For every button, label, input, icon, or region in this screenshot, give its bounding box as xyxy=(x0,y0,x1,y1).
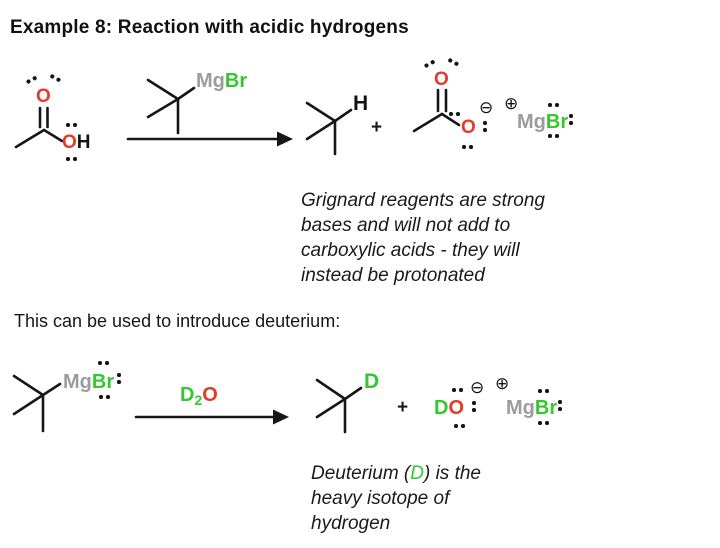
plus-sign: + xyxy=(371,117,383,138)
lone-pair xyxy=(99,395,110,399)
grignard1-label: MgBr xyxy=(196,71,247,91)
grignard1-skeleton xyxy=(146,78,196,135)
lone-pair xyxy=(548,134,559,138)
bromine-label: Br xyxy=(91,371,115,393)
lone-pair xyxy=(117,373,121,384)
d2o-label: D2O xyxy=(180,385,218,407)
acetate-anion-oxygen-label: O xyxy=(461,117,476,138)
counterion2-label: MgBr xyxy=(506,398,557,418)
bromine-label: Br xyxy=(224,70,248,92)
reaction2-arrow xyxy=(134,409,289,425)
reaction1-note: Grignard reagents are strong bases and w… xyxy=(301,190,545,286)
minus-charge-icon: ⊖ xyxy=(470,378,485,398)
acid-hydroxyl-label: OH xyxy=(62,133,91,152)
lone-pair xyxy=(454,424,465,428)
lone-pair xyxy=(538,389,549,393)
product-deuterium-label: D xyxy=(364,370,380,393)
lone-pair xyxy=(548,103,559,107)
deuteroxide-label: DO xyxy=(434,398,464,418)
lone-pair xyxy=(449,112,460,116)
minus-charge-icon: ⊖ xyxy=(479,98,494,118)
reaction2-note: Deuterium (D) is the heavy isotope of hy… xyxy=(311,461,581,536)
lone-pair xyxy=(462,145,473,149)
lone-pair xyxy=(569,114,573,125)
subscript-2: 2 xyxy=(194,392,203,408)
lone-pair xyxy=(452,388,463,392)
plus-charge-icon: ⊕ xyxy=(504,94,519,114)
page-title: Example 8: Reaction with acidic hydrogen… xyxy=(10,17,409,38)
magnesium-label: Mg xyxy=(196,70,225,92)
reaction1-arrow xyxy=(126,131,293,147)
note2-deuterium: D xyxy=(410,463,424,484)
lone-pair xyxy=(538,421,549,425)
bromine-label: Br xyxy=(534,397,558,419)
acid-hydroxyl-hydrogen-label: H xyxy=(76,132,91,153)
product-hydrogen-label: H xyxy=(353,92,369,115)
acid-hydroxyl-oxygen-label: O xyxy=(62,132,77,153)
magnesium-label: Mg xyxy=(506,397,535,419)
plus-charge-icon: ⊕ xyxy=(495,374,510,394)
plus-sign: + xyxy=(397,397,409,418)
magnesium-label: Mg xyxy=(517,111,546,133)
note2-pre: Deuterium ( xyxy=(311,463,411,484)
acetate-carbonyl-oxygen-label: O xyxy=(434,69,449,90)
acetate-skeleton xyxy=(412,88,461,133)
lone-pair xyxy=(66,123,77,127)
lone-pair xyxy=(558,400,562,411)
oxygen-label: O xyxy=(202,384,218,406)
acid-carbonyl-oxygen-label: O xyxy=(36,86,51,107)
lone-pair xyxy=(472,401,476,412)
intro-deuterium-text: This can be used to introduce deuterium: xyxy=(14,311,341,331)
acetic-acid-skeleton xyxy=(14,106,64,149)
deuterium-label: D xyxy=(434,397,449,419)
oxygen-label: O xyxy=(448,397,465,419)
magnesium-label: Mg xyxy=(63,371,92,393)
lone-pair xyxy=(98,361,109,365)
counterion1-label: MgBr xyxy=(517,112,568,132)
isobutane-skeleton xyxy=(305,101,353,156)
grignard2-skeleton xyxy=(12,374,62,433)
grignard2-label: MgBr xyxy=(63,372,114,392)
lone-pair xyxy=(66,157,77,161)
lone-pair xyxy=(483,121,487,132)
bromine-label: Br xyxy=(545,111,569,133)
deuterium-label: D xyxy=(180,384,195,406)
isobutane-d-skeleton xyxy=(315,378,363,434)
note2-post: ) is the heavy isotope of hydrogen xyxy=(311,463,482,534)
